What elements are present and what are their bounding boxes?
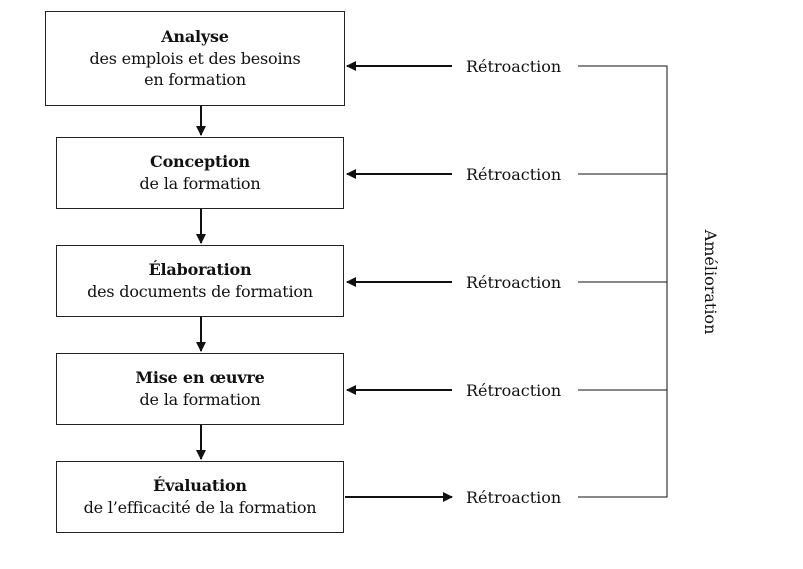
stage-mise-en-oeuvre-title: Mise en œuvre (135, 368, 265, 388)
feedback-label-4: Rétroaction (466, 381, 562, 400)
stage-mise-en-oeuvre-box: Mise en œuvre de la formation (56, 353, 344, 425)
stage-mise-en-oeuvre-line-1: de la formation (139, 390, 261, 409)
feedback-label-5: Rétroaction (466, 488, 562, 507)
stage-analyse-title: Analyse (161, 27, 229, 47)
stage-conception-box: Conception de la formation (56, 137, 344, 209)
stage-conception-title: Conception (150, 152, 250, 172)
stage-evaluation-line-1: de l’efficacité de la formation (83, 498, 317, 517)
stage-elaboration-title: Élaboration (148, 260, 252, 280)
stage-elaboration-line-1: des documents de formation (87, 282, 313, 301)
stage-evaluation-title: Évaluation (153, 476, 247, 496)
stage-analyse-line-1: des emplois et des besoins (89, 48, 301, 68)
feedback-label-2: Rétroaction (466, 165, 562, 184)
stage-evaluation-box: Évaluation de l’efficacité de la formati… (56, 461, 344, 533)
stage-analyse-line-2: en formation (144, 70, 246, 90)
feedback-label-3: Rétroaction (466, 273, 562, 292)
stage-conception-line-1: de la formation (139, 174, 261, 193)
stage-elaboration-box: Élaboration des documents de formation (56, 245, 344, 317)
stage-analyse-box: Analyse des emplois et des besoins en fo… (45, 11, 345, 106)
feedback-label-1: Rétroaction (466, 57, 562, 76)
improvement-label: Amélioration (701, 229, 720, 335)
